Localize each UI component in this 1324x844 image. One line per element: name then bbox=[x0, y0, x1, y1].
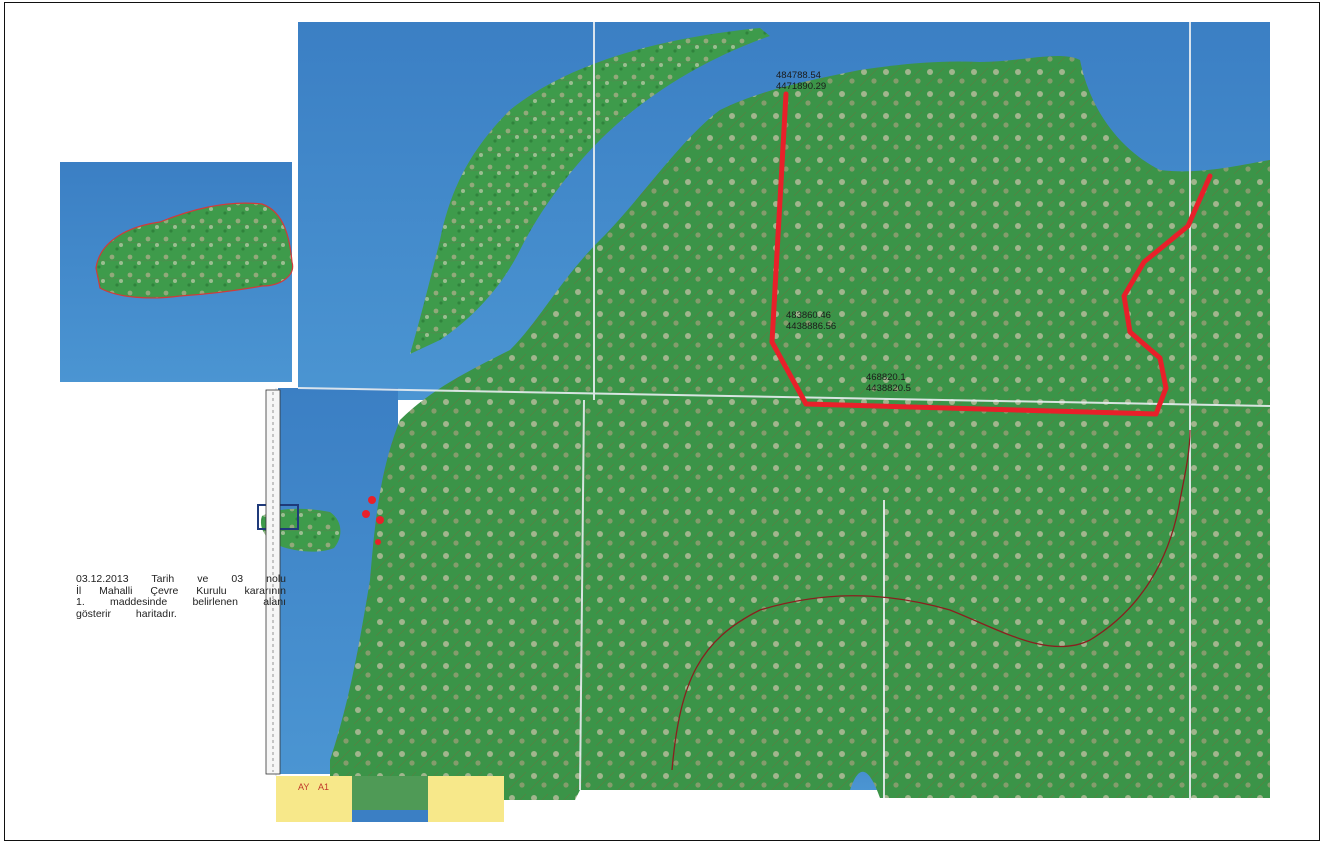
coord-north: 4438820.5 bbox=[866, 383, 911, 394]
coord-east: 484788.54 bbox=[776, 70, 821, 81]
caption-line-3: 1. maddesinde belirlenen alanı bbox=[76, 596, 286, 608]
legend-strip bbox=[276, 776, 504, 822]
boundary-line bbox=[769, 91, 1213, 417]
legend-label-right: A1 bbox=[318, 782, 330, 792]
coord-north: 4438886.56 bbox=[786, 321, 837, 332]
legend-label-left: AY bbox=[298, 782, 310, 792]
caption-line-1: 03.12.2013 Tarih ve 03 nolu bbox=[76, 573, 286, 585]
caption-line-4: gösterir haritadır. bbox=[76, 607, 177, 620]
west-island bbox=[260, 508, 341, 552]
coast-markers bbox=[362, 496, 384, 545]
caption-line-2: İl Mahalli Çevre Kurulu kararının bbox=[76, 584, 286, 597]
coord-label-north: 484788.54 4471890.29 bbox=[776, 70, 826, 92]
coord-label-west: 483860.46 4438886.56 bbox=[786, 310, 836, 332]
coord-label-south: 468820.1 4438820.5 bbox=[866, 372, 911, 394]
map-caption: 03.12.2013 Tarih ve 03 nolu İl Mahalli Ç… bbox=[76, 573, 286, 620]
coord-north: 4471890.29 bbox=[776, 81, 827, 92]
coord-east: 483860.46 bbox=[786, 310, 831, 321]
left-ruler bbox=[265, 389, 281, 775]
rail-line bbox=[671, 429, 1191, 771]
inset-island-map bbox=[60, 162, 294, 382]
north-peninsula bbox=[410, 28, 770, 354]
main-land bbox=[330, 56, 1270, 801]
coord-east: 468820.1 bbox=[866, 372, 906, 383]
